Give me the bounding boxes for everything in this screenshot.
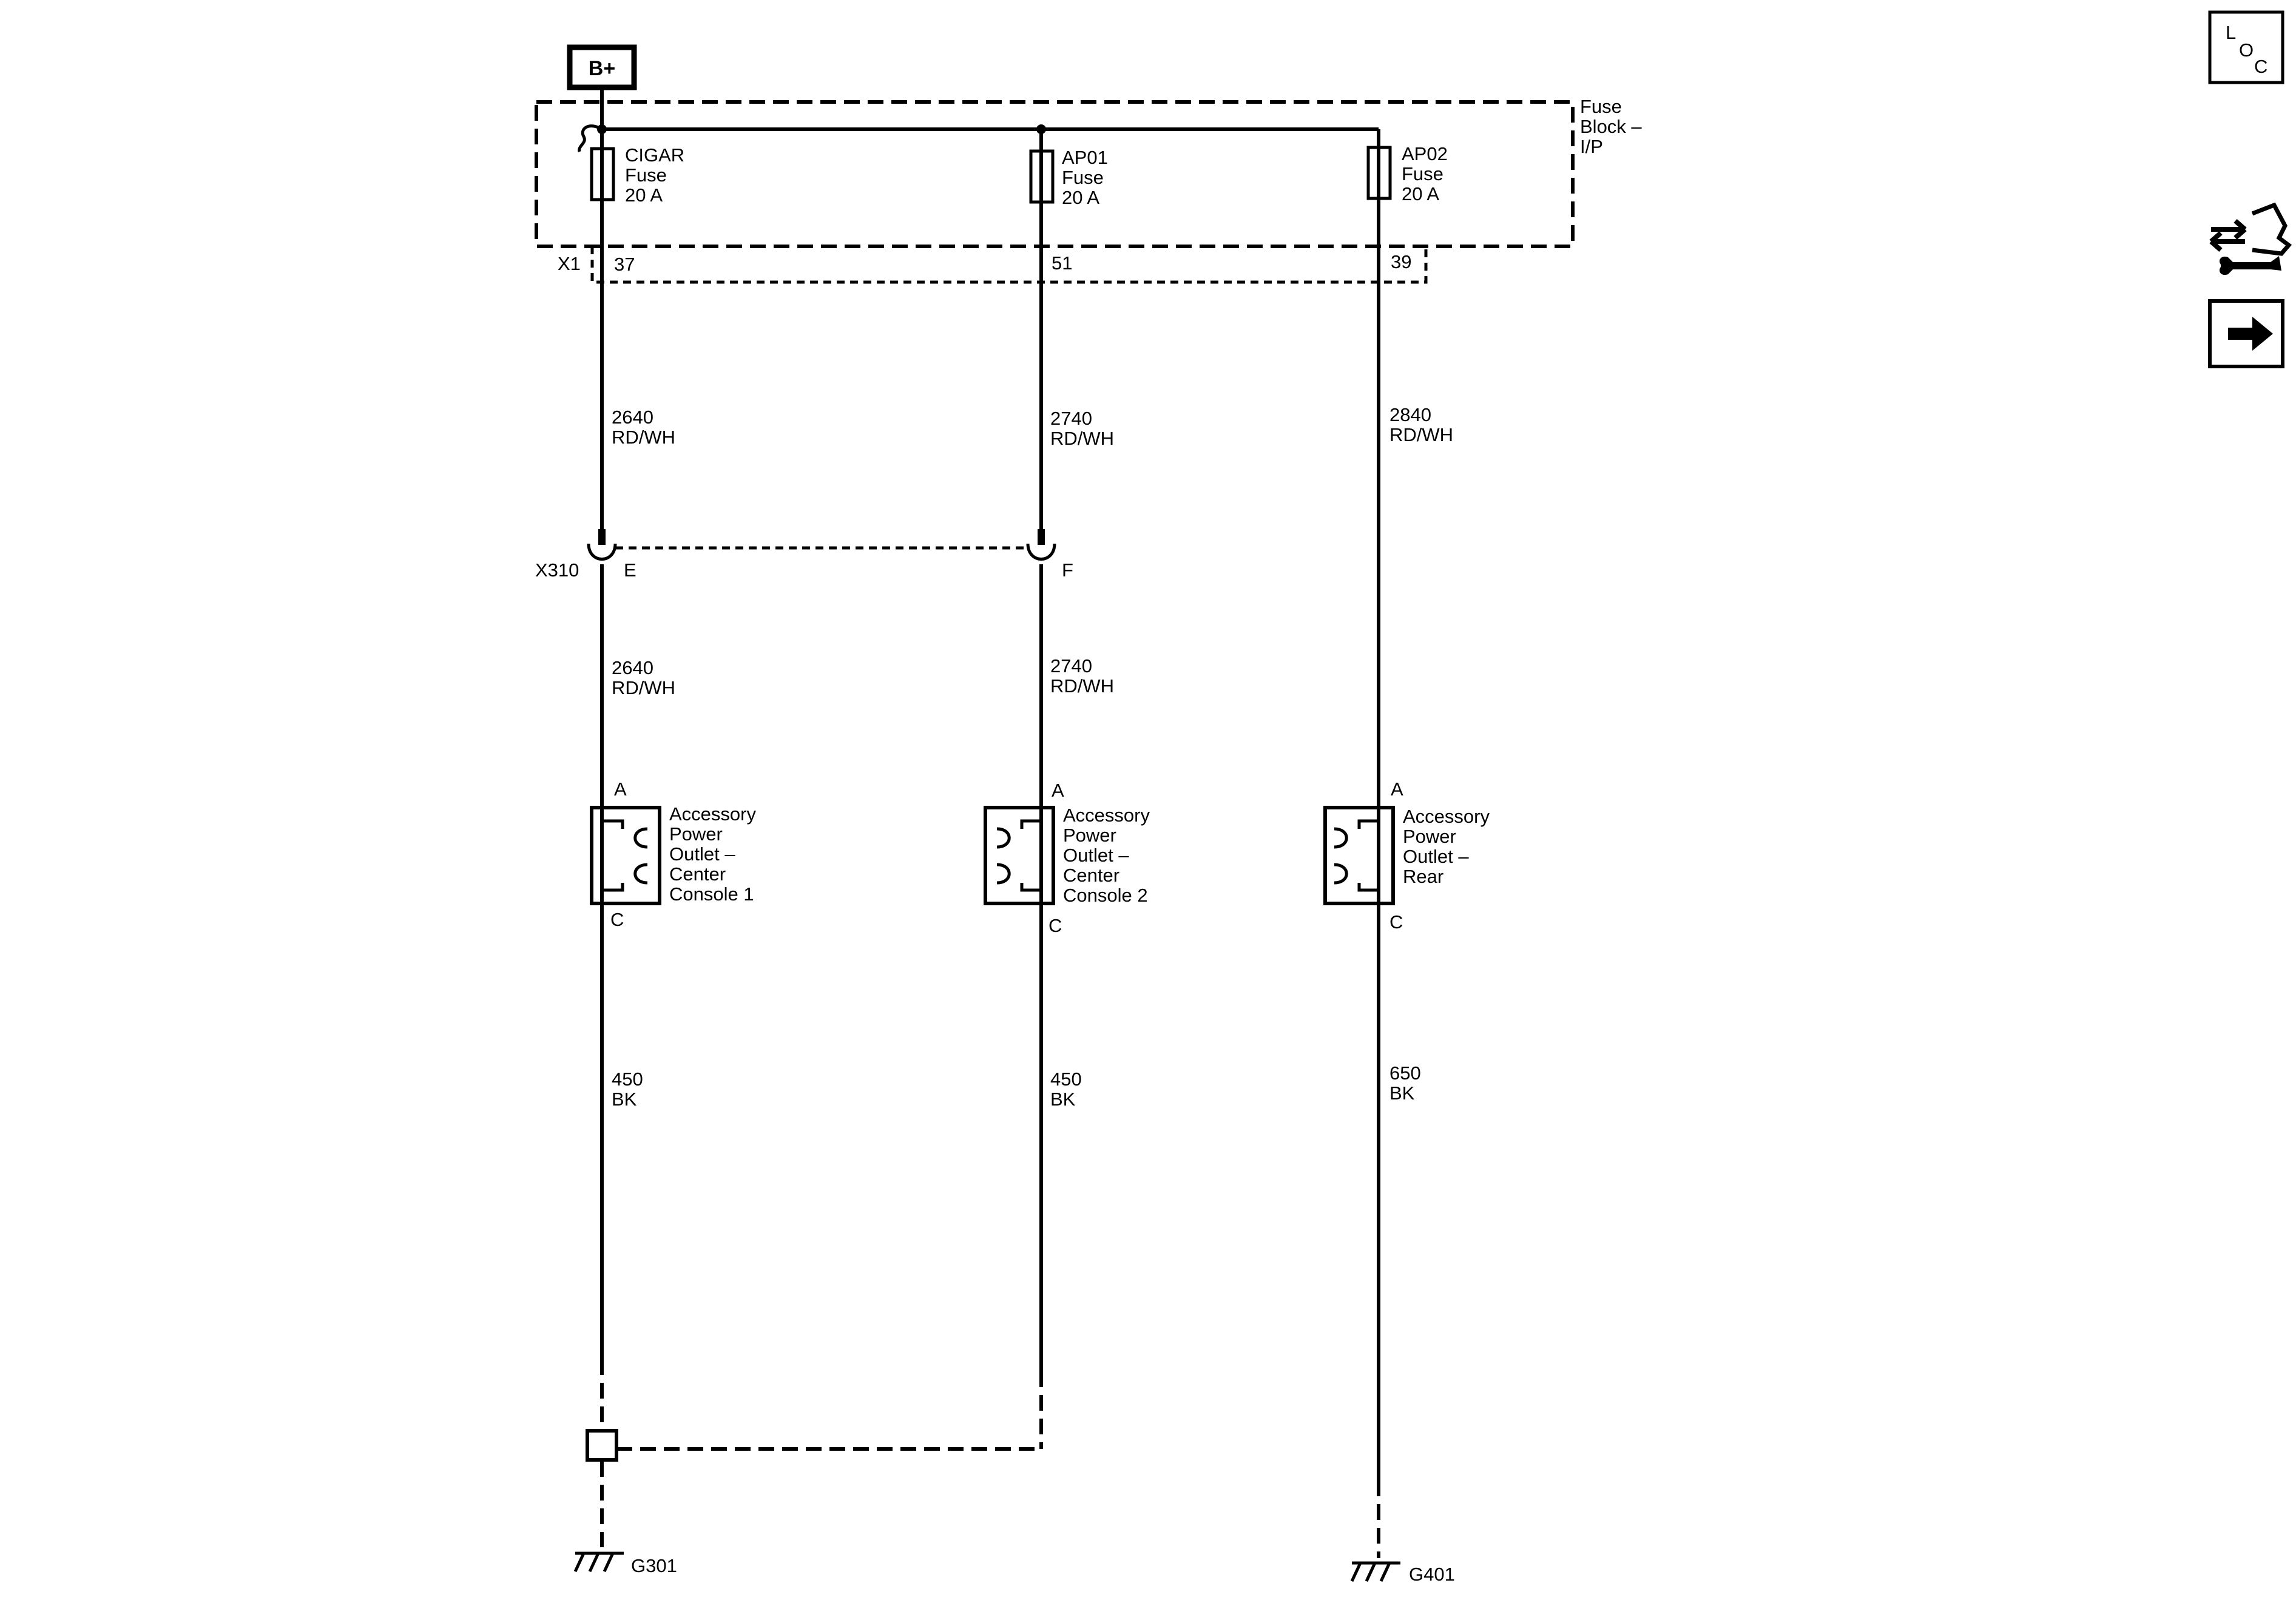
wire-2640-lower-circuit: 2640 [612, 657, 653, 678]
outlet-3-label-1: Accessory [1403, 806, 1490, 827]
outlet-1-label-2: Power [669, 823, 723, 845]
fuse-cigar-pin: 37 [614, 254, 635, 275]
fuse-ap02-rating: 20 A [1402, 183, 1439, 204]
fuse-ap01-name: AP01 [1062, 147, 1108, 168]
wire-2740-lower-circuit: 2740 [1050, 655, 1092, 677]
ground-g401: G401 [1350, 1480, 1455, 1585]
inline-connector-x310: X310 E F [535, 529, 1073, 581]
wire-2640-lower-color: RD/WH [612, 677, 675, 698]
wire-2740-upper-circuit: 2740 [1050, 408, 1092, 429]
fuse-cigar: CIGAR Fuse 20 A 37 [590, 129, 684, 275]
outlet-1-label-5: Console 1 [669, 883, 754, 905]
wire-2640-upper-circuit: 2640 [612, 407, 653, 428]
ground-splice [586, 1359, 1043, 1547]
fuse-cigar-name: CIGAR [625, 144, 684, 166]
feed-bus [578, 124, 1379, 152]
fuse-block-label-line1: Fuse [1580, 96, 1622, 117]
outlet-center-console-2: A C Accessory Power Outlet – Center Cons… [984, 780, 1150, 936]
ground-g301: G301 [573, 1551, 677, 1576]
wire-2640-upper-color: RD/WH [612, 427, 675, 448]
outlet-2-label-4: Center [1063, 865, 1119, 886]
wire-450-1-circuit: 450 [612, 1068, 643, 1090]
fuse-ap02: AP02 Fuse 20 A 39 [1366, 129, 1448, 272]
inline-connector-pin-e: E [624, 559, 636, 581]
outlet-3-pin-c: C [1389, 911, 1403, 933]
battery-positive-source: B+ [567, 44, 637, 129]
outlet-2-label-3: Outlet – [1063, 845, 1129, 866]
outlet-1-pin-a: A [614, 778, 627, 800]
fuse-ap01: AP01 Fuse 20 A 51 [1029, 129, 1108, 274]
loc-letter-l: L [2226, 22, 2236, 43]
outlet-3-label-2: Power [1403, 826, 1456, 847]
wire-450-1-color: BK [612, 1089, 637, 1110]
fuse-block-label-line2: Block – [1580, 116, 1642, 137]
wire-2740-upper-color: RD/WH [1050, 428, 1114, 449]
wire-650-circuit: 650 [1389, 1062, 1421, 1084]
ground-g301-label: G301 [631, 1555, 677, 1576]
loc-letter-c: C [2254, 56, 2267, 77]
fuse-block-connector-label: X1 [558, 253, 581, 274]
fuse-ap02-pin: 39 [1391, 251, 1411, 272]
ground-g401-label: G401 [1409, 1564, 1455, 1585]
wire-2840-color: RD/WH [1389, 424, 1453, 445]
ground-wire-labels: 450 BK 450 BK 650 BK [612, 1062, 1421, 1110]
fuse-block: Fuse Block – I/P X1 [535, 96, 1642, 284]
connector-wrench-icon [2209, 202, 2292, 275]
circuit-wires [600, 198, 1380, 1480]
fuse-cigar-type: Fuse [625, 164, 667, 186]
fuse-ap02-name: AP02 [1402, 143, 1448, 164]
outlet-2-label-1: Accessory [1063, 805, 1150, 826]
inline-connector-name: X310 [535, 559, 579, 581]
right-arrow-icon [2228, 317, 2273, 351]
loc-letter-o: O [2239, 39, 2254, 61]
wire-450-2-circuit: 450 [1050, 1068, 1082, 1090]
fuse-ap01-pin: 51 [1052, 252, 1072, 274]
outlet-rear: A C Accessory Power Outlet – Rear [1323, 778, 1490, 933]
outlet-1-pin-c: C [610, 909, 624, 930]
loc-button[interactable]: L O C [2208, 10, 2284, 84]
outlet-3-pin-a: A [1391, 778, 1403, 800]
outlet-3-label-4: Rear [1403, 866, 1443, 887]
wire-2740-lower-color: RD/WH [1050, 675, 1114, 697]
fuse-ap01-type: Fuse [1062, 167, 1104, 188]
fuse-cigar-rating: 20 A [625, 184, 663, 206]
connector-info-button[interactable] [2209, 202, 2292, 275]
fuse-ap01-rating: 20 A [1062, 187, 1099, 208]
outlet-2-pin-c: C [1048, 915, 1062, 936]
outlet-3-label-3: Outlet – [1403, 846, 1469, 867]
fuse-block-label-line3: I/P [1580, 136, 1603, 157]
outlet-2-label-2: Power [1063, 825, 1116, 846]
power-source-label: B+ [589, 57, 615, 80]
outlet-2-label-5: Console 2 [1063, 885, 1148, 906]
wire-2840-circuit: 2840 [1389, 404, 1431, 425]
outlet-center-console-1: A C Accessory Power Outlet – Center Cons… [590, 778, 756, 930]
wire-650-color: BK [1389, 1082, 1415, 1104]
outlet-1-label-3: Outlet – [669, 843, 735, 865]
outlet-1-label-4: Center [669, 863, 726, 885]
fuse-ap02-type: Fuse [1402, 163, 1443, 184]
wire-450-2-color: BK [1050, 1089, 1076, 1110]
outlet-2-pin-a: A [1052, 780, 1064, 801]
inline-connector-pin-f: F [1062, 559, 1073, 581]
upper-wire-labels: 2640 RD/WH 2740 RD/WH 2840 RD/WH [612, 404, 1453, 449]
middle-wire-labels: 2640 RD/WH 2740 RD/WH [612, 655, 1114, 698]
outlet-1-label-1: Accessory [669, 803, 756, 825]
next-page-button[interactable] [2208, 299, 2284, 368]
